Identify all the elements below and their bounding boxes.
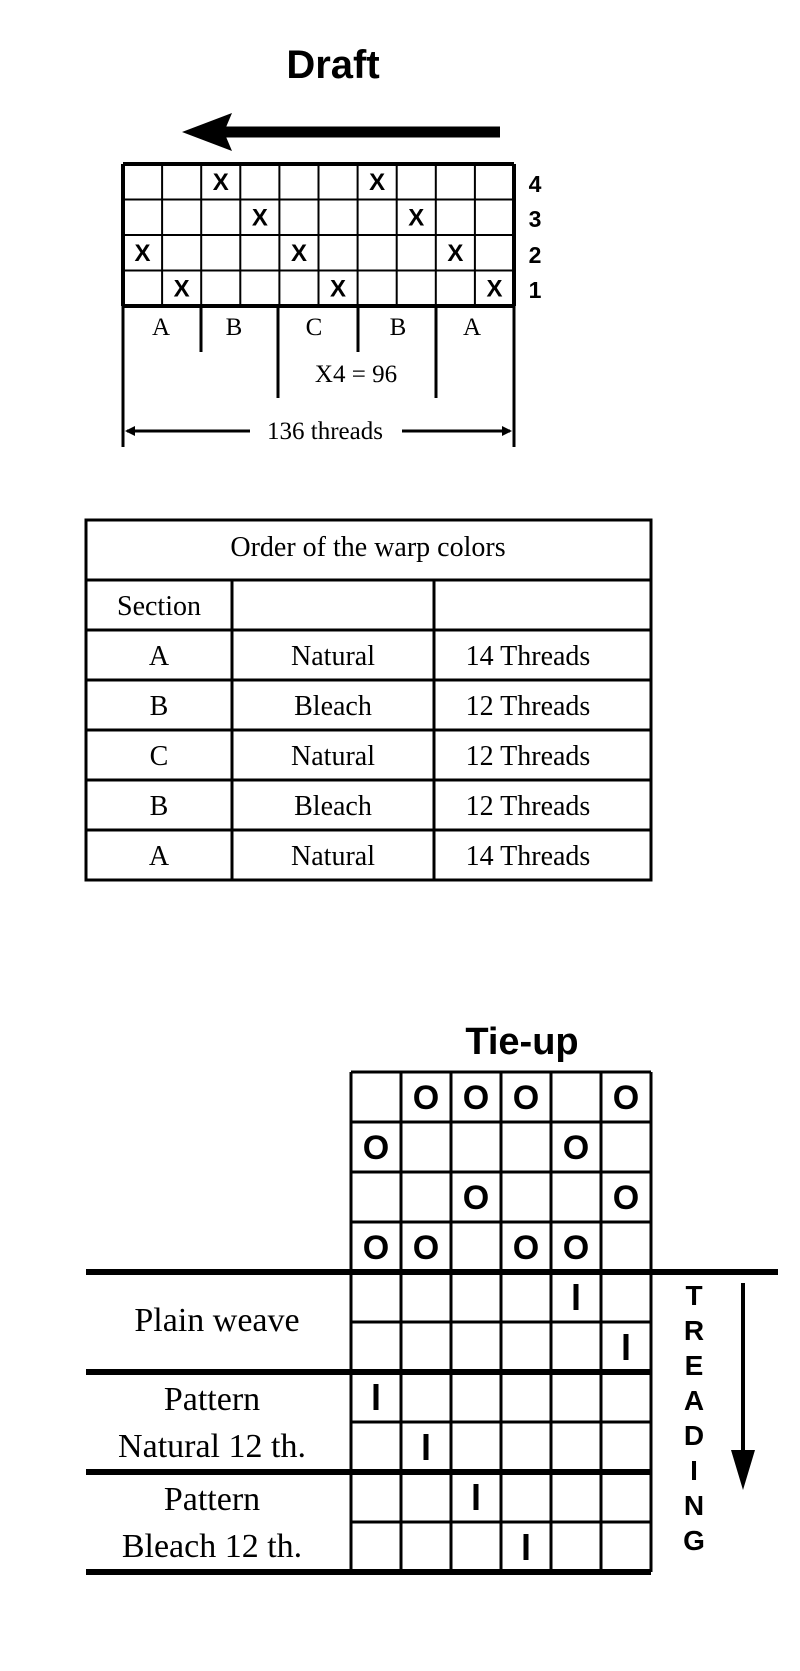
tieup-mark: O xyxy=(613,1079,639,1117)
tieup-mark: O xyxy=(513,1229,539,1267)
treadling-mark xyxy=(573,1284,579,1310)
table-cell: Bleach xyxy=(294,691,372,722)
table-title: Order of the warp colors xyxy=(230,532,505,563)
treadling-mark xyxy=(623,1334,629,1360)
shaft-label-4: 4 xyxy=(529,171,542,197)
threading-mark: X xyxy=(447,240,463,267)
tieup-mark: O xyxy=(413,1229,439,1267)
table-cell: Natural xyxy=(291,741,375,772)
table-cell: 12 Threads xyxy=(466,691,591,722)
threading-grid xyxy=(121,162,516,308)
treading-letter: I xyxy=(690,1455,698,1486)
warp-color-table xyxy=(84,518,653,882)
treadling-marks xyxy=(373,1284,629,1560)
tieup-mark: O xyxy=(563,1229,589,1267)
treadling-grid xyxy=(349,1270,653,1574)
table-cell: 14 Threads xyxy=(466,841,591,872)
table-header-section: Section xyxy=(117,591,201,622)
treadling-label-pattern: Pattern xyxy=(164,1381,260,1418)
treadling-label-bleach: Bleach 12 th. xyxy=(122,1528,302,1565)
shaft-label-1: 1 xyxy=(529,277,542,303)
treadling-mark xyxy=(373,1384,379,1410)
treading-letter: A xyxy=(684,1385,704,1416)
treading-label: T R E A D I N G xyxy=(683,1280,705,1556)
treading-letter: T xyxy=(685,1280,702,1311)
treading-letter: R xyxy=(684,1315,704,1346)
threading-mark: X xyxy=(252,204,268,231)
section-dividers xyxy=(121,306,516,447)
shaft-label-3: 3 xyxy=(529,206,542,232)
tieup-title: Tie-up xyxy=(465,1021,578,1063)
table-cell: 14 Threads xyxy=(466,641,591,672)
table-cell: Natural xyxy=(291,841,375,872)
threading-mark: X xyxy=(408,204,424,231)
treadling-group-dividers xyxy=(86,1269,778,1575)
tieup-mark: O xyxy=(463,1079,489,1117)
threading-mark: X xyxy=(369,169,385,196)
table-cell: B xyxy=(150,691,169,722)
shaft-label-2: 2 xyxy=(529,242,542,268)
threading-mark: X xyxy=(135,240,151,267)
treadling-label-pattern: Pattern xyxy=(164,1481,260,1518)
treadling-mark xyxy=(423,1434,429,1460)
draft-title: Draft xyxy=(286,43,379,87)
threading-mark: X xyxy=(291,240,307,267)
threading-mark: X xyxy=(213,169,229,196)
treading-letter: G xyxy=(683,1525,705,1556)
draft-direction-arrow xyxy=(182,113,500,151)
tieup-mark: O xyxy=(513,1079,539,1117)
tieup-mark: O xyxy=(363,1229,389,1267)
table-cell: A xyxy=(149,641,170,672)
treading-letter: N xyxy=(684,1490,704,1521)
tieup-mark: O xyxy=(413,1079,439,1117)
threading-mark: X xyxy=(174,275,190,302)
treadling-label-natural: Natural 12 th. xyxy=(118,1428,306,1465)
section-label-b: B xyxy=(390,314,407,341)
total-threads-label: 136 threads xyxy=(267,418,383,445)
treading-letter: D xyxy=(684,1420,704,1451)
treadling-mark xyxy=(523,1534,529,1560)
treadling-label-plain-weave: Plain weave xyxy=(134,1302,299,1339)
table-cell: A xyxy=(149,841,170,872)
tieup-mark: O xyxy=(363,1129,389,1167)
table-cell: Bleach xyxy=(294,791,372,822)
tieup-mark: O xyxy=(563,1129,589,1167)
table-cell: 12 Threads xyxy=(466,791,591,822)
section-label-a: A xyxy=(463,314,481,341)
table-cell: C xyxy=(150,741,169,772)
treading-direction-arrow xyxy=(731,1283,755,1490)
table-cell: 12 Threads xyxy=(466,741,591,772)
table-cell: B xyxy=(150,791,169,822)
treadling-mark xyxy=(473,1484,479,1510)
table-cell: Natural xyxy=(291,641,375,672)
tieup-mark: O xyxy=(463,1179,489,1217)
tieup-mark: O xyxy=(613,1179,639,1217)
repeat-label: X4 = 96 xyxy=(315,361,397,388)
tieup-grid xyxy=(349,1070,653,1274)
section-label-b: B xyxy=(226,314,243,341)
section-label-a: A xyxy=(152,314,170,341)
threading-mark: X xyxy=(486,275,502,302)
section-label-c: C xyxy=(306,314,323,341)
treading-letter: E xyxy=(685,1350,704,1381)
threading-mark: X xyxy=(330,275,346,302)
